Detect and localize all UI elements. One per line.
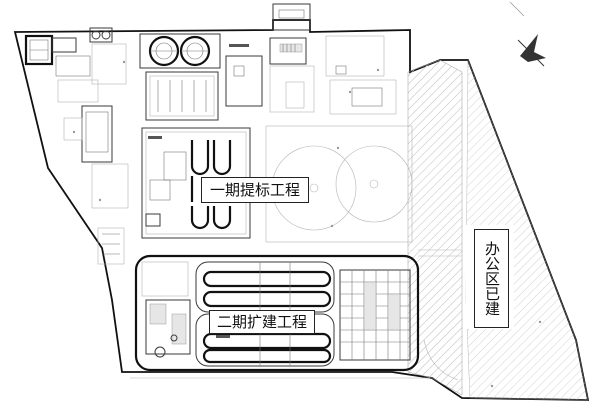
main-gate xyxy=(272,3,311,31)
label-tag-top xyxy=(229,44,249,47)
sludge-building xyxy=(325,35,385,77)
clarifier-right xyxy=(335,145,413,223)
blower-unit xyxy=(89,27,113,43)
label-tag-ditch xyxy=(216,335,230,338)
small-pump xyxy=(145,213,161,227)
label-tag-left xyxy=(148,136,162,139)
phase1-label: 一期提标工程 xyxy=(201,177,309,203)
phase2-label: 二期扩建工程 xyxy=(209,310,315,334)
phase2-expansion-block[interactable] xyxy=(134,254,420,372)
membrane-tank-grid xyxy=(339,269,411,361)
filter-block xyxy=(145,71,219,121)
control-building xyxy=(225,55,263,107)
dosing-building xyxy=(269,37,307,65)
twin-tank-block xyxy=(139,33,221,69)
office-area-label: 办公区已建 xyxy=(474,229,509,328)
north-arrow-icon xyxy=(509,1,546,67)
east-buffer-strip xyxy=(407,59,463,396)
